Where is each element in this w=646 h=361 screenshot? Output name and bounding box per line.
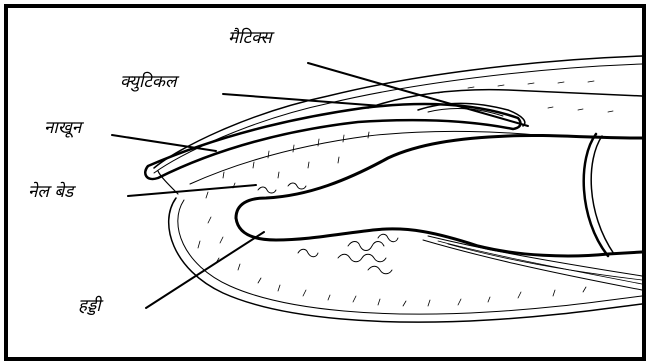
skin-outline-inner (154, 64, 642, 173)
leader-cuticle (223, 94, 382, 106)
nail-bed-boundary (190, 131, 548, 184)
label-nail: नाखून (44, 120, 81, 137)
label-matrix: मैटिक्स (228, 30, 272, 47)
label-nail-bed: नेल बेड (28, 184, 73, 201)
label-cuticle: क्युटिकल (120, 74, 177, 91)
finger-cross-section (8, 8, 642, 357)
leader-matrix (308, 63, 528, 126)
label-bone: हड्डी (78, 298, 101, 315)
leader-nail (112, 135, 216, 151)
leader-nail-bed (128, 185, 256, 196)
diagram-frame: मैटिक्स क्युटिकल नाखून नेल बेड हड्डी (4, 4, 646, 361)
bone-outline-lower (236, 218, 642, 256)
leader-bone (146, 232, 264, 308)
skin-outline (154, 56, 642, 168)
finger-pad-outline (169, 198, 642, 322)
bone-outline (236, 135, 642, 218)
